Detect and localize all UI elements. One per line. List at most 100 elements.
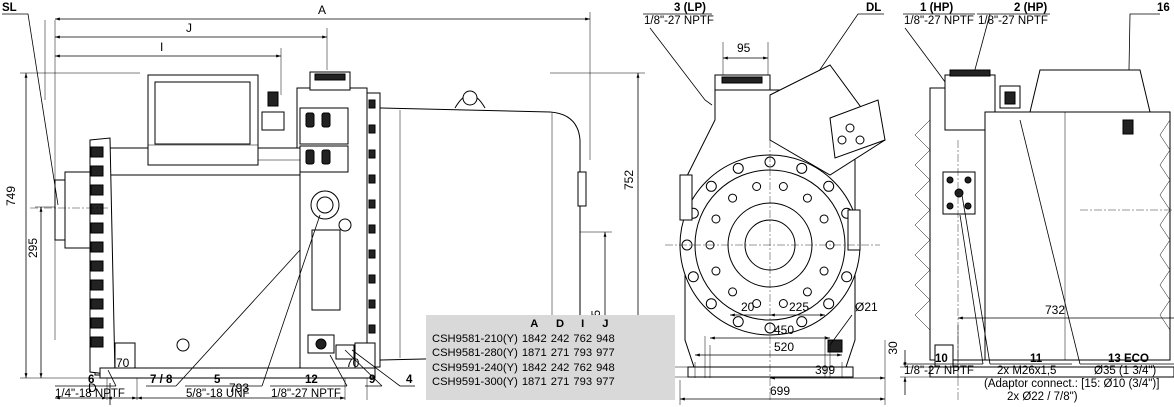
table-header — [430, 317, 520, 332]
callout-13-num: 13 ECO — [1108, 353, 1149, 365]
value-cell: 1842 — [521, 361, 547, 374]
dim-20: 20 — [741, 300, 755, 314]
value-cell: 271 — [550, 347, 570, 359]
table-row: CSH9581-280(Y) 1871 271 793 977 — [430, 346, 617, 361]
callout-5-num: 5 — [214, 374, 221, 386]
table-header: D — [556, 318, 565, 330]
dim-450: 450 — [774, 323, 794, 337]
bolt-icon — [802, 193, 812, 203]
dim-30-rear: 30 — [886, 341, 900, 355]
dim-70-right: 70 — [346, 356, 360, 370]
model-cell: CSH9581-280(Y) — [432, 347, 518, 359]
bolt-icon — [819, 214, 829, 224]
callout-16: 16 — [1157, 2, 1170, 14]
bolt-icon — [841, 271, 853, 283]
value-cell: 948 — [596, 361, 615, 374]
callout-10-num: 10 — [935, 353, 948, 365]
value-cell: 977 — [596, 347, 615, 359]
adaptor-line-2: 2x Ø22 / 7/8") — [1007, 391, 1078, 403]
adaptor-line-1: (Adaptor connect.: [15: Ø10 (3/4")] — [984, 378, 1159, 390]
model-cell: CSH9591-300(Y) — [432, 376, 518, 388]
callout-7-8: 7 / 8 — [150, 374, 173, 386]
bolt-icon — [711, 214, 721, 224]
table-header: J — [602, 318, 609, 330]
bolt-icon — [819, 266, 829, 276]
bolt-icon — [687, 271, 699, 283]
value-cell: 793 — [573, 347, 593, 359]
model-cell: CSH9581-210(Y) — [432, 332, 518, 345]
dim-D: D — [88, 381, 97, 395]
callout-2-num: 2 (HP) — [1014, 2, 1047, 14]
callout-12-spec: 1/8"-27 NPTF — [271, 388, 341, 400]
dim-95: 95 — [737, 41, 751, 55]
value-cell: 762 — [573, 332, 593, 345]
value-cell: 977 — [596, 376, 615, 388]
bolt-icon — [796, 162, 808, 174]
callout-11-num: 11 — [1030, 353, 1043, 365]
table-row: CSH9581-210(Y) 1842 242 762 948 — [430, 332, 617, 347]
bolt-icon — [705, 298, 717, 310]
callout-DL: DL — [866, 2, 881, 14]
callout-1-spec: 1/8"-27 NPTF — [904, 15, 974, 27]
value-cell: 271 — [550, 376, 570, 388]
callout-1-num: 1 (HP) — [920, 2, 953, 14]
bolt-icon — [732, 316, 744, 328]
bolt-icon — [732, 162, 744, 174]
value-cell: 242 — [550, 332, 570, 345]
callout-3-num: 3 (LP) — [674, 2, 706, 14]
bolt-icon — [752, 298, 762, 308]
bolt-icon — [823, 180, 835, 192]
callout-SL: SL — [2, 2, 17, 14]
bolt-icon — [802, 287, 812, 297]
bolt-icon — [796, 316, 808, 328]
end-bolts — [90, 146, 104, 348]
callout-10-spec: 1/8"-27 NPTF — [904, 365, 974, 377]
value-cell: 1842 — [521, 332, 547, 345]
callout-2-spec: 1/8"-27 NPTF — [978, 15, 1048, 27]
front-bolt-ring — [681, 156, 859, 334]
dim-699: 699 — [770, 384, 790, 398]
value-cell: 793 — [573, 376, 593, 388]
bolt-icon — [752, 182, 762, 192]
value-cell: 762 — [573, 361, 593, 374]
dim-732: 732 — [1045, 303, 1065, 317]
bolt-icon — [728, 287, 738, 297]
rear-view: 1 (HP) 1/8"-27 NPTF 2 (HP) 1/8"-27 NPTF … — [886, 2, 1174, 403]
dim-I: I — [160, 40, 163, 54]
dimension-table: A D I J CSH9581-210(Y) 1842 242 762 948 … — [426, 315, 675, 400]
callout-4: 4 — [406, 374, 413, 386]
bolt-icon — [778, 182, 788, 192]
table-row: CSH9591-240(Y) 1842 242 762 948 — [430, 361, 617, 376]
model-cell: CSH9591-240(Y) — [432, 361, 518, 374]
callout-11-spec: 2x M26x1,5 — [997, 365, 1056, 377]
dim-749: 749 — [4, 186, 18, 206]
table-row: CSH9591-300(Y) 1871 271 793 977 — [430, 375, 617, 390]
dim-520: 520 — [774, 340, 794, 354]
table-header: A — [530, 318, 539, 330]
rear-fins — [914, 119, 1171, 331]
dim-A: A — [318, 3, 326, 17]
callout-12-num: 12 — [305, 374, 318, 386]
value-cell: 1871 — [521, 347, 547, 359]
value-cell: 242 — [550, 361, 570, 374]
dim-752: 752 — [622, 170, 636, 190]
dim-399: 399 — [815, 363, 835, 377]
value-cell: 948 — [596, 332, 615, 345]
bolt-icon — [728, 193, 738, 203]
callout-5-spec: 5/8"-18 UNF — [186, 388, 250, 400]
callout-3-spec: 1/8"-27 NPTF — [644, 15, 714, 27]
callout-6-spec: 1/4"-18 NPTF — [55, 388, 125, 400]
front-view: 3 (LP) 1/8"-27 NPTF DL 95 — [643, 2, 886, 405]
bolt-icon — [705, 180, 717, 192]
callout-9: 9 — [369, 374, 375, 386]
dim-295: 295 — [26, 238, 40, 258]
table-header: I — [581, 318, 585, 330]
callout-13-spec: Ø35 (1 3/4") — [1094, 365, 1156, 377]
callout-6-num: 6 — [88, 374, 94, 386]
dim-dia21: Ø21 — [855, 300, 878, 314]
side-view: A J I 749 295 752 355 — [2, 2, 645, 405]
value-cell: 1871 — [521, 376, 547, 388]
valve-block — [299, 107, 349, 173]
table-header-row: A D I J — [430, 317, 617, 332]
